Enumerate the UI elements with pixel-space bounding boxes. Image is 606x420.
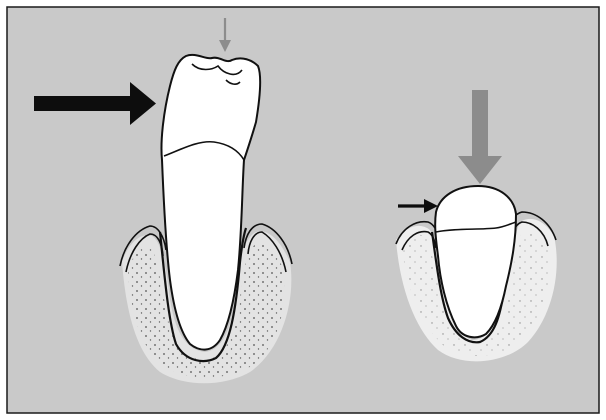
left-horizontal-arrow-shaft (34, 96, 134, 111)
right-vertical-arrow-shaft (472, 90, 488, 160)
